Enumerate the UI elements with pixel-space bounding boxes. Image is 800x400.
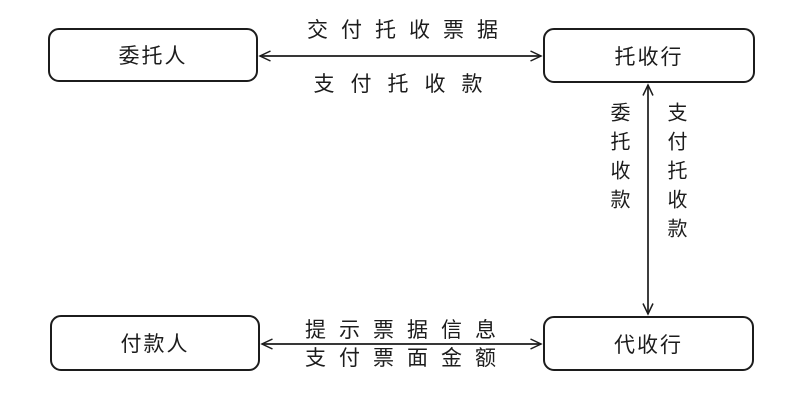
edge-label-present-bill-info: 提示票据信息 [305, 319, 509, 342]
node-principal: 委托人 [48, 28, 258, 82]
edge-label-deliver-collection-bill: 交付托收票据 [307, 19, 511, 42]
node-collecting-bank: 代收行 [543, 316, 754, 371]
node-payer: 付款人 [50, 315, 260, 371]
edge-label-pay-face-amount: 支付票面金额 [305, 347, 509, 370]
node-remitting-bank: 托收行 [543, 28, 755, 83]
edge-label-entrust-collection: 委托收款 [607, 102, 629, 218]
edge-label-pay-collection-proceeds-right: 支付托收款 [664, 102, 686, 247]
edge-label-pay-collection-proceeds-top: 支付托收款 [313, 73, 499, 96]
